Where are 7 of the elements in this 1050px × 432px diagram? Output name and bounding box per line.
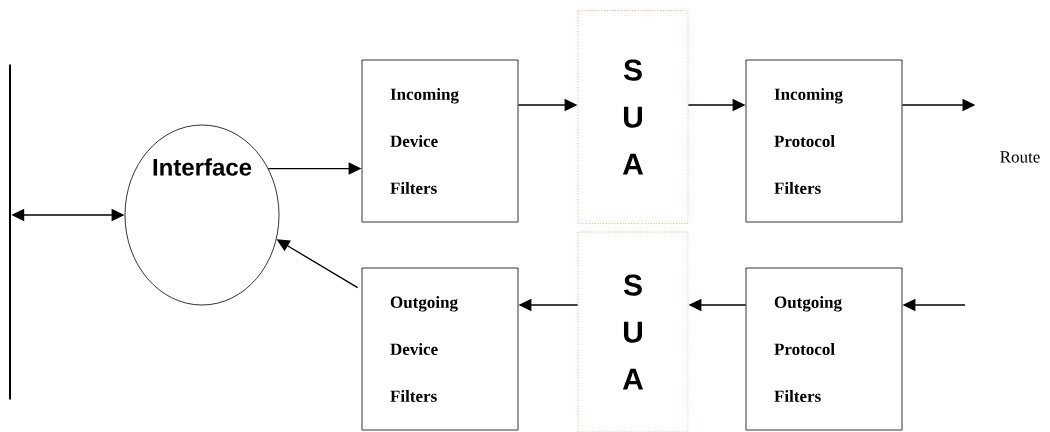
route-label: Route <box>1000 151 1040 163</box>
filter-box: Incoming Protocol Filters <box>745 59 903 223</box>
sua-box: S U A <box>577 231 689 432</box>
filter-box: Outgoing Protocol Filters <box>745 267 903 431</box>
sua-box: S U A <box>577 10 689 224</box>
filter-box: Incoming Device Filters <box>361 59 519 223</box>
filter-box: Outgoing Device Filters <box>361 267 519 431</box>
